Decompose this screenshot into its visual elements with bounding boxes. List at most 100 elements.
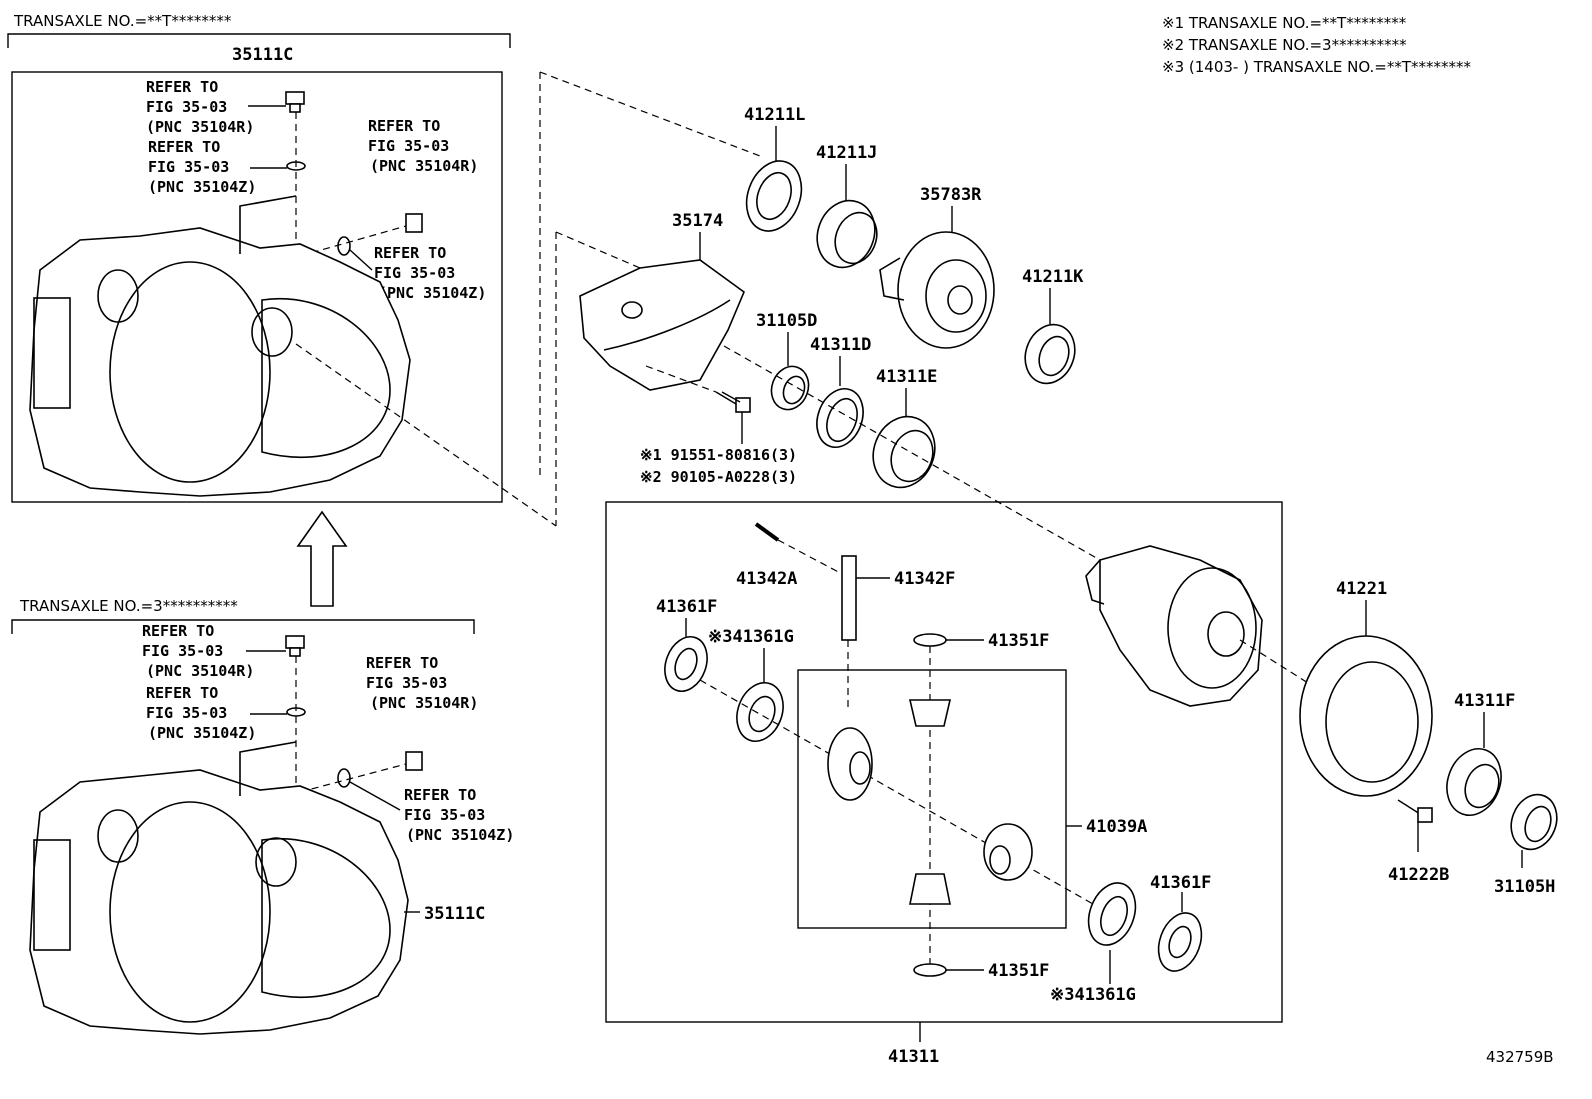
part-label-41039a[interactable]: 41039A (1086, 817, 1147, 837)
part-label-31105h[interactable]: 31105H (1494, 877, 1555, 897)
part-label-35783r[interactable]: 35783R (920, 185, 982, 205)
thrust-washer-icon-right (1157, 912, 1203, 972)
bearing-icon (816, 199, 878, 269)
variant-top-bracket (7, 33, 511, 48)
variant-top-frame (11, 71, 503, 503)
oil-seal-icon (745, 160, 803, 232)
diagram-id: 432759B (1486, 1048, 1554, 1066)
svg-text:REFER TO: REFER TO (374, 244, 446, 262)
part-label-35111c-top[interactable]: 35111C (232, 45, 293, 65)
part-label-35111c-bottom[interactable]: 35111C (424, 904, 485, 924)
svg-text:REFER TO: REFER TO (146, 78, 218, 96)
seal-icon (770, 365, 810, 411)
part-label-41221[interactable]: 41221 (1336, 579, 1387, 599)
washer-icon-right (1087, 882, 1137, 946)
side-gear-icon (827, 727, 1033, 881)
svg-text:FIG 35-03: FIG 35-03 (146, 704, 227, 722)
leader-cover-bolt (645, 365, 717, 393)
svg-text:(PNC 35104R): (PNC 35104R) (370, 694, 478, 712)
refer-note-35104z-bottom-right[interactable]: REFER TO FIG 35-03 (PNC 35104Z) (404, 786, 514, 844)
svg-text:REFER TO: REFER TO (142, 622, 214, 640)
svg-text:(PNC 35104Z): (PNC 35104Z) (148, 724, 256, 742)
leader-axis-diagonal (723, 345, 1101, 561)
svg-text:FIG 35-03: FIG 35-03 (368, 137, 449, 155)
variant-bottom-bracket (11, 619, 475, 634)
part-label-41311[interactable]: 41311 (888, 1047, 939, 1067)
thrust-washer-icon (664, 636, 708, 692)
leader-case-to-ring (1239, 639, 1317, 689)
shaft-icon (841, 555, 857, 641)
part-label-41361g-right[interactable]: ※341361G (1050, 985, 1136, 1005)
svg-text:REFER TO: REFER TO (146, 684, 218, 702)
note-1: ※1 TRANSAXLE NO.=**T******** (1162, 14, 1407, 32)
part-label-35174[interactable]: 35174 (672, 211, 723, 231)
refer-note-35104z-top-left[interactable]: REFER TO FIG 35-03 (PNC 35104Z) (148, 138, 256, 196)
plug-icon-bottom (246, 635, 423, 811)
refer-note-35104r-top-right[interactable]: REFER TO FIG 35-03 (PNC 35104R) (368, 117, 478, 175)
part-label-bolt-91551[interactable]: ※1 91551-80816(3) (640, 446, 797, 464)
bearing-race-icon (1024, 323, 1076, 385)
bolt-icon (715, 391, 751, 444)
part-label-bolt-90105[interactable]: ※2 90105-A0228(3) (640, 468, 797, 486)
svg-text:FIG 35-03: FIG 35-03 (148, 158, 229, 176)
differential-kit-frame (605, 501, 1283, 1023)
cover-icon (579, 259, 745, 391)
part-label-41351f-top[interactable]: 41351F (988, 631, 1049, 651)
race-icon (816, 388, 864, 448)
plug-icon (248, 91, 423, 271)
part-label-41211k[interactable]: 41211K (1022, 267, 1084, 287)
part-label-41361g-left[interactable]: ※341361G (708, 627, 794, 647)
pin-icon (754, 522, 780, 542)
refer-note-35104z-top-right[interactable]: REFER TO FIG 35-03 (PNC 35104Z) (374, 244, 486, 302)
svg-text:(PNC 35104Z): (PNC 35104Z) (406, 826, 514, 844)
transaxle-housing-icon-bottom[interactable] (29, 741, 409, 1035)
washer-icon (736, 682, 784, 742)
ring-bolt-icon (1397, 799, 1433, 852)
differential-case-icon[interactable] (1085, 545, 1263, 707)
part-label-41342a[interactable]: 41342A (736, 569, 797, 589)
refer-note-35104z-bottom-left[interactable]: REFER TO FIG 35-03 (PNC 35104Z) (146, 684, 256, 742)
bearing-icon-right (1446, 748, 1502, 816)
part-label-31105d[interactable]: 31105D (756, 311, 817, 331)
svg-text:(PNC 35104R): (PNC 35104R) (370, 157, 478, 175)
leader-top-to-bearing (539, 71, 761, 157)
svg-text:(PNC 35104R): (PNC 35104R) (146, 118, 254, 136)
arrow-up-icon (296, 510, 348, 607)
taper-bearing-icon (872, 415, 936, 489)
part-label-41311f[interactable]: 41311F (1454, 691, 1515, 711)
part-label-41222b[interactable]: 41222B (1388, 865, 1449, 885)
part-label-41211l[interactable]: 41211L (744, 105, 805, 125)
svg-text:(PNC 35104R): (PNC 35104R) (146, 662, 254, 680)
svg-text:FIG 35-03: FIG 35-03 (374, 264, 455, 282)
leader-cover-top (555, 231, 641, 269)
refer-note-35104r-bottom-right[interactable]: REFER TO FIG 35-03 (PNC 35104R) (366, 654, 478, 712)
seal-icon-right (1510, 793, 1558, 851)
part-label-41361f-right[interactable]: 41361F (1150, 873, 1211, 893)
part-label-41342f[interactable]: 41342F (894, 569, 955, 589)
part-label-41211j[interactable]: 41211J (816, 143, 877, 163)
transaxle-housing-icon[interactable] (29, 195, 411, 497)
part-label-41351f-bottom[interactable]: 41351F (988, 961, 1049, 981)
pinion-washer-icon (913, 633, 947, 647)
variant-bottom-label: TRANSAXLE NO.=3********** (19, 597, 238, 615)
drive-gear-icon (879, 231, 995, 349)
svg-text:FIG 35-03: FIG 35-03 (146, 98, 227, 116)
svg-text:REFER TO: REFER TO (366, 654, 438, 672)
svg-text:REFER TO: REFER TO (404, 786, 476, 804)
leader-pin (777, 539, 847, 577)
pinion-washer-icon-bottom (913, 963, 947, 977)
part-label-41361f-left[interactable]: 41361F (656, 597, 717, 617)
refer-note-35104r-top-left[interactable]: REFER TO FIG 35-03 (PNC 35104R) (146, 78, 254, 136)
refer-note-35104r-bottom-left[interactable]: REFER TO FIG 35-03 (PNC 35104R) (142, 622, 254, 680)
svg-text:(PNC 35104Z): (PNC 35104Z) (148, 178, 256, 196)
note-3: ※3 (1403- ) TRANSAXLE NO.=**T******** (1162, 58, 1472, 76)
svg-text:FIG 35-03: FIG 35-03 (366, 674, 447, 692)
svg-text:(PNC 35104Z): (PNC 35104Z) (378, 284, 486, 302)
ring-gear-icon[interactable] (1299, 635, 1433, 797)
leader-gear-axis (699, 679, 1101, 909)
part-label-41311d[interactable]: 41311D (810, 335, 871, 355)
part-label-41311e[interactable]: 41311E (876, 367, 937, 387)
svg-text:REFER TO: REFER TO (368, 117, 440, 135)
svg-text:FIG 35-03: FIG 35-03 (142, 642, 223, 660)
